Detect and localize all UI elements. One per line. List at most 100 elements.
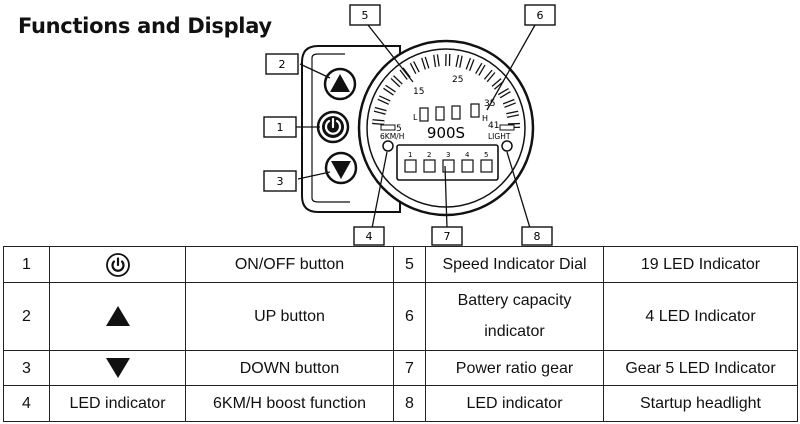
row-number: 7 — [393, 349, 426, 387]
up-button — [323, 67, 357, 101]
gear-number: 4 — [465, 151, 470, 159]
display-description: Gear 5 LED Indicator — [603, 349, 798, 387]
battery-led-4 — [470, 103, 480, 118]
table-row: 2 UP button 6 Battery capacity indicator… — [3, 281, 798, 351]
battery-led-3 — [451, 105, 461, 120]
svg-text:2: 2 — [279, 58, 286, 71]
speed-led-segment-inner — [400, 68, 410, 80]
speed-led-segment-inner — [372, 120, 385, 124]
gear-number: 3 — [446, 151, 450, 159]
row-number: 6 — [393, 281, 426, 351]
gear-number: 5 — [484, 151, 488, 159]
icon-cell — [49, 246, 186, 283]
callout-3: 3 — [263, 170, 297, 192]
callout-6: 6 — [524, 4, 556, 26]
callout-7: 7 — [431, 226, 463, 246]
display-description: 4 LED Indicator — [603, 281, 798, 351]
boost-led — [382, 140, 394, 152]
down-triangle-icon — [105, 358, 130, 379]
gear-led — [480, 159, 493, 173]
speed-led-segment-inner — [503, 100, 516, 107]
svg-text:7: 7 — [444, 230, 451, 243]
table-row: 3 DOWN button 7 Power ratio gear Gear 5 … — [3, 349, 798, 387]
boost-label: 6KM/H — [380, 132, 404, 141]
speed-scale-25: 25 — [452, 75, 463, 85]
display-item: LED indicator — [425, 385, 604, 422]
callout-8: 8 — [521, 226, 553, 246]
gear-led — [404, 159, 417, 173]
callout-4: 4 — [353, 226, 385, 246]
row-number: 4 — [3, 385, 50, 422]
speed-led-segment-inner — [410, 61, 419, 74]
row-number: 8 — [393, 385, 426, 422]
svg-text:6: 6 — [537, 9, 544, 22]
svg-text:5: 5 — [362, 9, 369, 22]
display-item: Speed Indicator Dial — [425, 246, 604, 283]
svg-text:8: 8 — [534, 230, 541, 243]
table-row: 1 ON/OFF button 5 Speed Indicator Dial 1… — [3, 246, 798, 283]
display-description: 19 LED Indicator — [603, 246, 798, 283]
speed-led-segment-inner — [484, 70, 495, 82]
speed-led-segment-inner — [422, 57, 429, 70]
up-triangle-icon — [330, 74, 350, 92]
display-item: Battery capacity indicator — [425, 281, 604, 351]
boost-bar — [380, 124, 396, 131]
table-row: 4 LED indicator 6KM/H boost function 8 L… — [3, 385, 798, 422]
page-title: Functions and Display — [18, 14, 272, 38]
speed-led-segment-inner — [506, 111, 519, 117]
svg-text:1: 1 — [277, 121, 284, 134]
light-label: LIGHT — [488, 132, 511, 141]
speed-led-segment-inner — [498, 89, 511, 98]
svg-text:4: 4 — [366, 230, 373, 243]
power-button — [316, 110, 350, 144]
row-number: 3 — [3, 349, 50, 387]
speed-led-segment-inner — [383, 85, 396, 95]
speed-led-segment-inner — [456, 55, 462, 68]
battery-low-label: L — [413, 113, 418, 122]
display-item: Power ratio gear — [425, 349, 604, 387]
speed-scale-41: 41 — [488, 121, 499, 131]
callout-5: 5 — [349, 4, 381, 26]
light-bar — [499, 124, 515, 131]
battery-led-2 — [435, 106, 445, 121]
up-triangle-icon — [105, 306, 130, 327]
power-icon — [105, 252, 130, 277]
light-led — [501, 140, 513, 152]
icon-cell — [49, 349, 186, 387]
gear-led — [423, 159, 436, 173]
callout-2: 2 — [265, 53, 299, 75]
speed-scale-5: 5 — [396, 124, 402, 134]
speed-scale-15: 15 — [413, 87, 424, 97]
power-icon — [324, 119, 342, 135]
function-name: ON/OFF button — [185, 246, 394, 283]
speed-led-segment-inner — [434, 54, 439, 67]
svg-text:3: 3 — [277, 175, 284, 188]
display-description: Startup headlight — [603, 385, 798, 422]
function-name: UP button — [185, 281, 394, 351]
gear-led — [461, 159, 474, 173]
icon-cell-text: LED indicator — [49, 385, 186, 422]
down-triangle-icon — [331, 161, 351, 179]
battery-led-1 — [419, 107, 429, 122]
function-name: 6KM/H boost function — [185, 385, 394, 422]
gear-led — [442, 159, 455, 173]
row-number: 2 — [3, 281, 50, 351]
speed-led-segment-inner — [466, 58, 474, 71]
model-label: 900S — [427, 124, 465, 142]
row-number: 5 — [393, 246, 426, 283]
callout-1: 1 — [263, 116, 297, 138]
icon-cell — [49, 281, 186, 351]
battery-high-label: H — [482, 114, 488, 123]
gear-number: 1 — [408, 151, 412, 159]
speed-led-segment-inner — [378, 96, 390, 104]
speed-led-segment-inner — [476, 63, 485, 76]
gear-leds: 1 2 3 4 5 — [404, 151, 493, 173]
row-number: 1 — [3, 246, 50, 283]
function-table: 1 ON/OFF button 5 Speed Indicator Dial 1… — [3, 246, 798, 422]
gear-number: 2 — [427, 151, 431, 159]
speed-led-segment-inner — [374, 108, 387, 114]
speed-led-segment-inner — [391, 76, 402, 87]
down-button — [324, 151, 358, 185]
